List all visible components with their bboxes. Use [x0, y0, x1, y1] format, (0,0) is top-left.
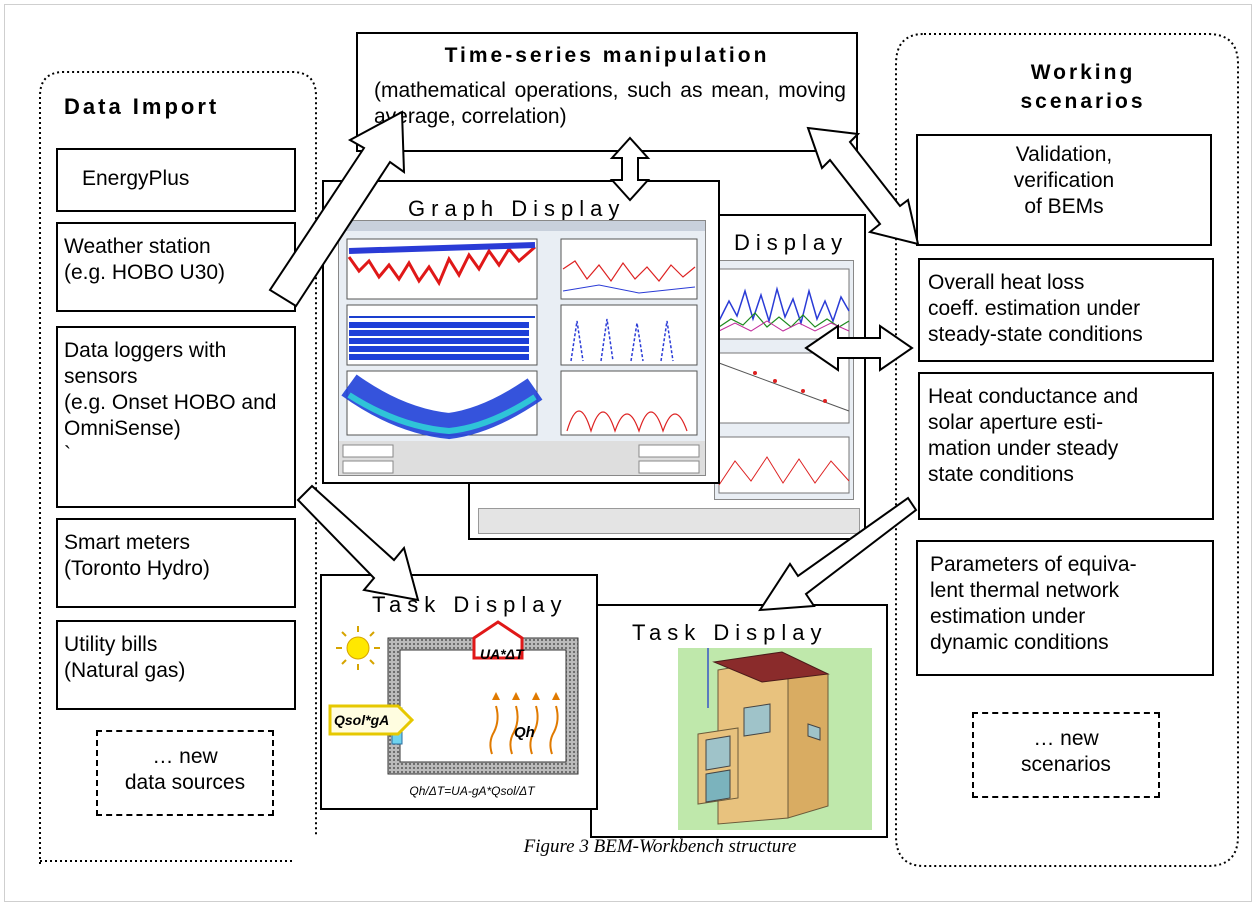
graph-display-title: Graph Display [408, 196, 626, 221]
scenario-validation: Validation, verification of BEMs [916, 134, 1212, 246]
outer-frame [4, 4, 1252, 902]
scenario-label: Parameters of equiva- lent thermal netwo… [930, 553, 1137, 654]
source-utility-bills: Utility bills (Natural gas) [56, 620, 296, 710]
back-screenshot-plots [718, 268, 850, 494]
time-series-text: (mathematical operations, such as mean, … [374, 79, 846, 128]
graph-screenshot-plots [339, 221, 705, 475]
time-series-title: Time-series manipulation [444, 44, 770, 67]
source-smart-meters: Smart meters (Toronto Hydro) [56, 518, 296, 608]
building-model-drawing [697, 648, 830, 825]
scenario-label: Heat conductance and solar aperture esti… [928, 385, 1139, 486]
source-label: EnergyPlus [82, 167, 190, 190]
scenario-label: Validation, verification of BEMs [1013, 143, 1115, 218]
back-controls [478, 508, 860, 534]
arrow-timeseries-scenarios [806, 126, 920, 246]
sun-icon [336, 626, 380, 670]
figure-caption: Figure 3 BEM-Workbench structure [523, 836, 797, 857]
new-scenarios: … new scenarios [972, 712, 1160, 798]
right-panel-title: Working scenarios [1020, 61, 1146, 113]
task-display-window-2: Task Display [590, 604, 888, 838]
left-panel-outline [39, 71, 317, 864]
qh-label: Qh [514, 724, 535, 741]
new-data-sources: … new data sources [96, 730, 274, 816]
display-window-title: Display [734, 230, 849, 255]
source-data-loggers: Data loggers with sensors (e.g. Onset HO… [56, 326, 296, 508]
source-label: Smart meters (Toronto Hydro) [64, 531, 210, 580]
building-model [678, 648, 872, 830]
arrow-timeseries-graph [609, 136, 651, 202]
arrow-display-heatloss [804, 324, 914, 372]
scenario-heat-loss: Overall heat loss coeff. estimation unde… [918, 258, 1214, 362]
source-label: Weather station (e.g. HOBO U30) [64, 235, 226, 284]
time-series-box: Time-series manipulation (mathematical o… [356, 32, 858, 152]
task-display-2-title: Task Display [632, 620, 828, 645]
graph-display-window: Graph Display [322, 180, 720, 484]
graph-screenshot [338, 220, 706, 476]
left-panel-title: Data Import [64, 94, 220, 119]
source-label: Utility bills (Natural gas) [64, 633, 186, 682]
source-weather-station: Weather station (e.g. HOBO U30) [56, 222, 296, 312]
ua-label: UA*ΔT [480, 646, 524, 662]
arrow-conductance-to-task2 [758, 496, 918, 612]
source-label: Data loggers with sensors (e.g. Onset HO… [64, 339, 277, 466]
scenario-parameters: Parameters of equiva- lent thermal netwo… [916, 540, 1214, 676]
right-panel-outline [895, 33, 1239, 867]
arrow-weather-to-timeseries [268, 110, 406, 308]
new-scenarios-label: … new scenarios [1021, 727, 1111, 776]
source-energyplus: EnergyPlus [56, 148, 296, 212]
new-data-sources-label: … new data sources [124, 745, 246, 794]
scenario-heat-conductance: Heat conductance and solar aperture esti… [918, 372, 1214, 520]
formula-label: Qh/ΔT=UA-gA*Qsol/ΔT [409, 784, 535, 798]
scenario-label: Overall heat loss coeff. estimation unde… [928, 271, 1143, 346]
qsol-label: Qsol*gA [334, 712, 390, 728]
task-diagram [328, 620, 579, 775]
arrow-loggers-to-task [296, 484, 420, 602]
